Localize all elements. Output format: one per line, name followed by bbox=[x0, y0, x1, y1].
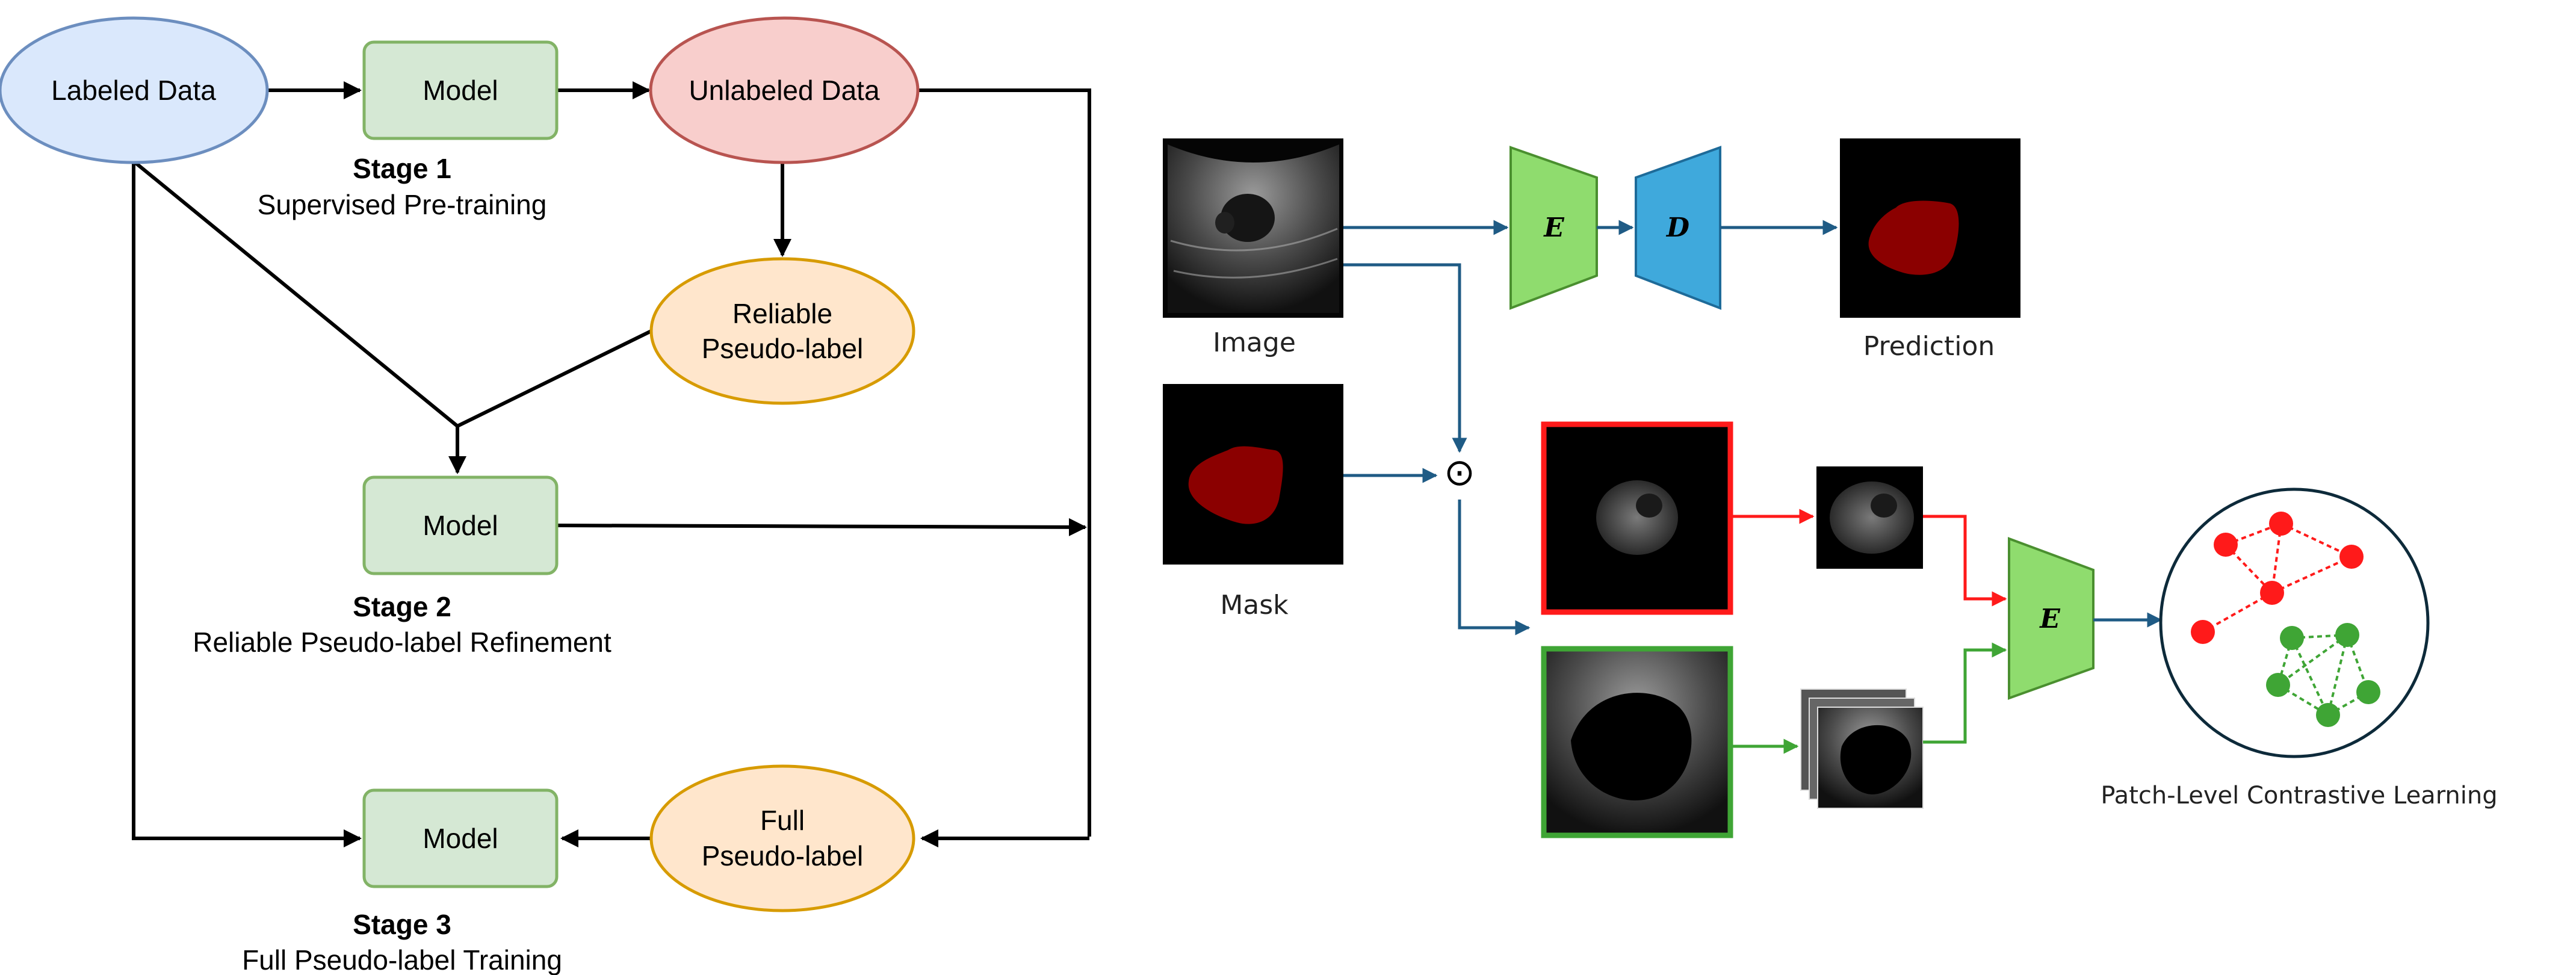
mask-caption: Mask bbox=[1220, 590, 1289, 621]
stage1-title: Stage 1 bbox=[353, 153, 451, 184]
full-pseudo-label-node: Full Pseudo-label bbox=[649, 764, 915, 912]
edge-unlabeled-to-right-bus bbox=[918, 88, 1091, 837]
model-label-stage3: Model bbox=[423, 823, 498, 854]
reliable-pseudo-label-line2: Pseudo-label bbox=[702, 333, 864, 364]
labeled-data-node: Labeled Data bbox=[0, 16, 269, 164]
stage2-subtitle: Reliable Pseudo-label Refinement bbox=[193, 627, 611, 658]
edge-image-to-hadamard bbox=[1343, 263, 1467, 453]
edge-reliable-to-merge bbox=[456, 329, 652, 428]
foreground-crop bbox=[1541, 421, 1733, 615]
negative-nodes bbox=[2266, 623, 2380, 727]
edge-labeled-to-merge bbox=[132, 159, 459, 428]
decoder-block: D bbox=[1635, 146, 1721, 310]
model-node-stage3: Model bbox=[362, 788, 559, 888]
pipeline-panel: Labeled Data Model Unlabeled Data Reliab… bbox=[0, 16, 1091, 975]
full-pseudo-label-line2: Pseudo-label bbox=[702, 840, 864, 871]
prediction-image bbox=[1840, 138, 2020, 318]
reliable-pseudo-label-line1: Reliable bbox=[732, 298, 832, 329]
edge-bg-stack-to-encoder bbox=[1923, 642, 2007, 744]
contrastive-learning-caption: Patch-Level Contrastive Learning bbox=[2101, 782, 2497, 809]
positive-nodes bbox=[2191, 512, 2364, 644]
prediction-caption: Prediction bbox=[1863, 331, 1995, 362]
unlabeled-data-label: Unlabeled Data bbox=[689, 75, 880, 106]
model-label-stage2: Model bbox=[423, 510, 498, 541]
model-label-stage1: Model bbox=[423, 75, 498, 106]
unlabeled-data-node: Unlabeled Data bbox=[649, 16, 920, 164]
contrastive-graph bbox=[2159, 488, 2430, 758]
model-node-stage2: Model bbox=[362, 475, 559, 575]
background-patch-stack bbox=[1800, 689, 1924, 809]
image-caption: Image bbox=[1213, 327, 1296, 358]
contrastive-encoder-label: E bbox=[2039, 604, 2061, 634]
labeled-data-label: Labeled Data bbox=[51, 75, 216, 106]
contrastive-encoder-block: E bbox=[2008, 537, 2095, 700]
encoder-label: E bbox=[1543, 212, 1565, 243]
architecture-panel: Image Mask E D Prediction ⊙ bbox=[1163, 138, 2498, 838]
stage2-title: Stage 2 bbox=[353, 591, 451, 622]
encoder-block: E bbox=[1509, 146, 1598, 310]
model-node-stage1: Model bbox=[362, 40, 559, 140]
edge-fg-patch-to-encoder bbox=[1923, 515, 2007, 607]
stage3-title: Stage 3 bbox=[353, 909, 451, 940]
background-crop bbox=[1541, 646, 1733, 838]
full-pseudo-label-line1: Full bbox=[760, 805, 805, 836]
edge-hadamard-to-crops bbox=[1458, 500, 1531, 636]
foreground-patch bbox=[1816, 466, 1923, 569]
pipeline-edges bbox=[132, 81, 1091, 847]
decoder-label: D bbox=[1665, 212, 1689, 243]
input-ultrasound-image bbox=[1163, 138, 1343, 318]
architecture-edges bbox=[1343, 220, 2163, 754]
mask-image bbox=[1163, 384, 1343, 565]
edge-model2-to-bus bbox=[556, 518, 1087, 536]
edge-labeled-to-model3 bbox=[132, 161, 362, 847]
stage1-subtitle: Supervised Pre-training bbox=[258, 189, 547, 220]
hadamard-product-symbol: ⊙ bbox=[1444, 452, 1475, 494]
reliable-pseudo-label-node: Reliable Pseudo-label bbox=[649, 257, 915, 405]
stage3-subtitle: Full Pseudo-label Training bbox=[242, 944, 562, 975]
